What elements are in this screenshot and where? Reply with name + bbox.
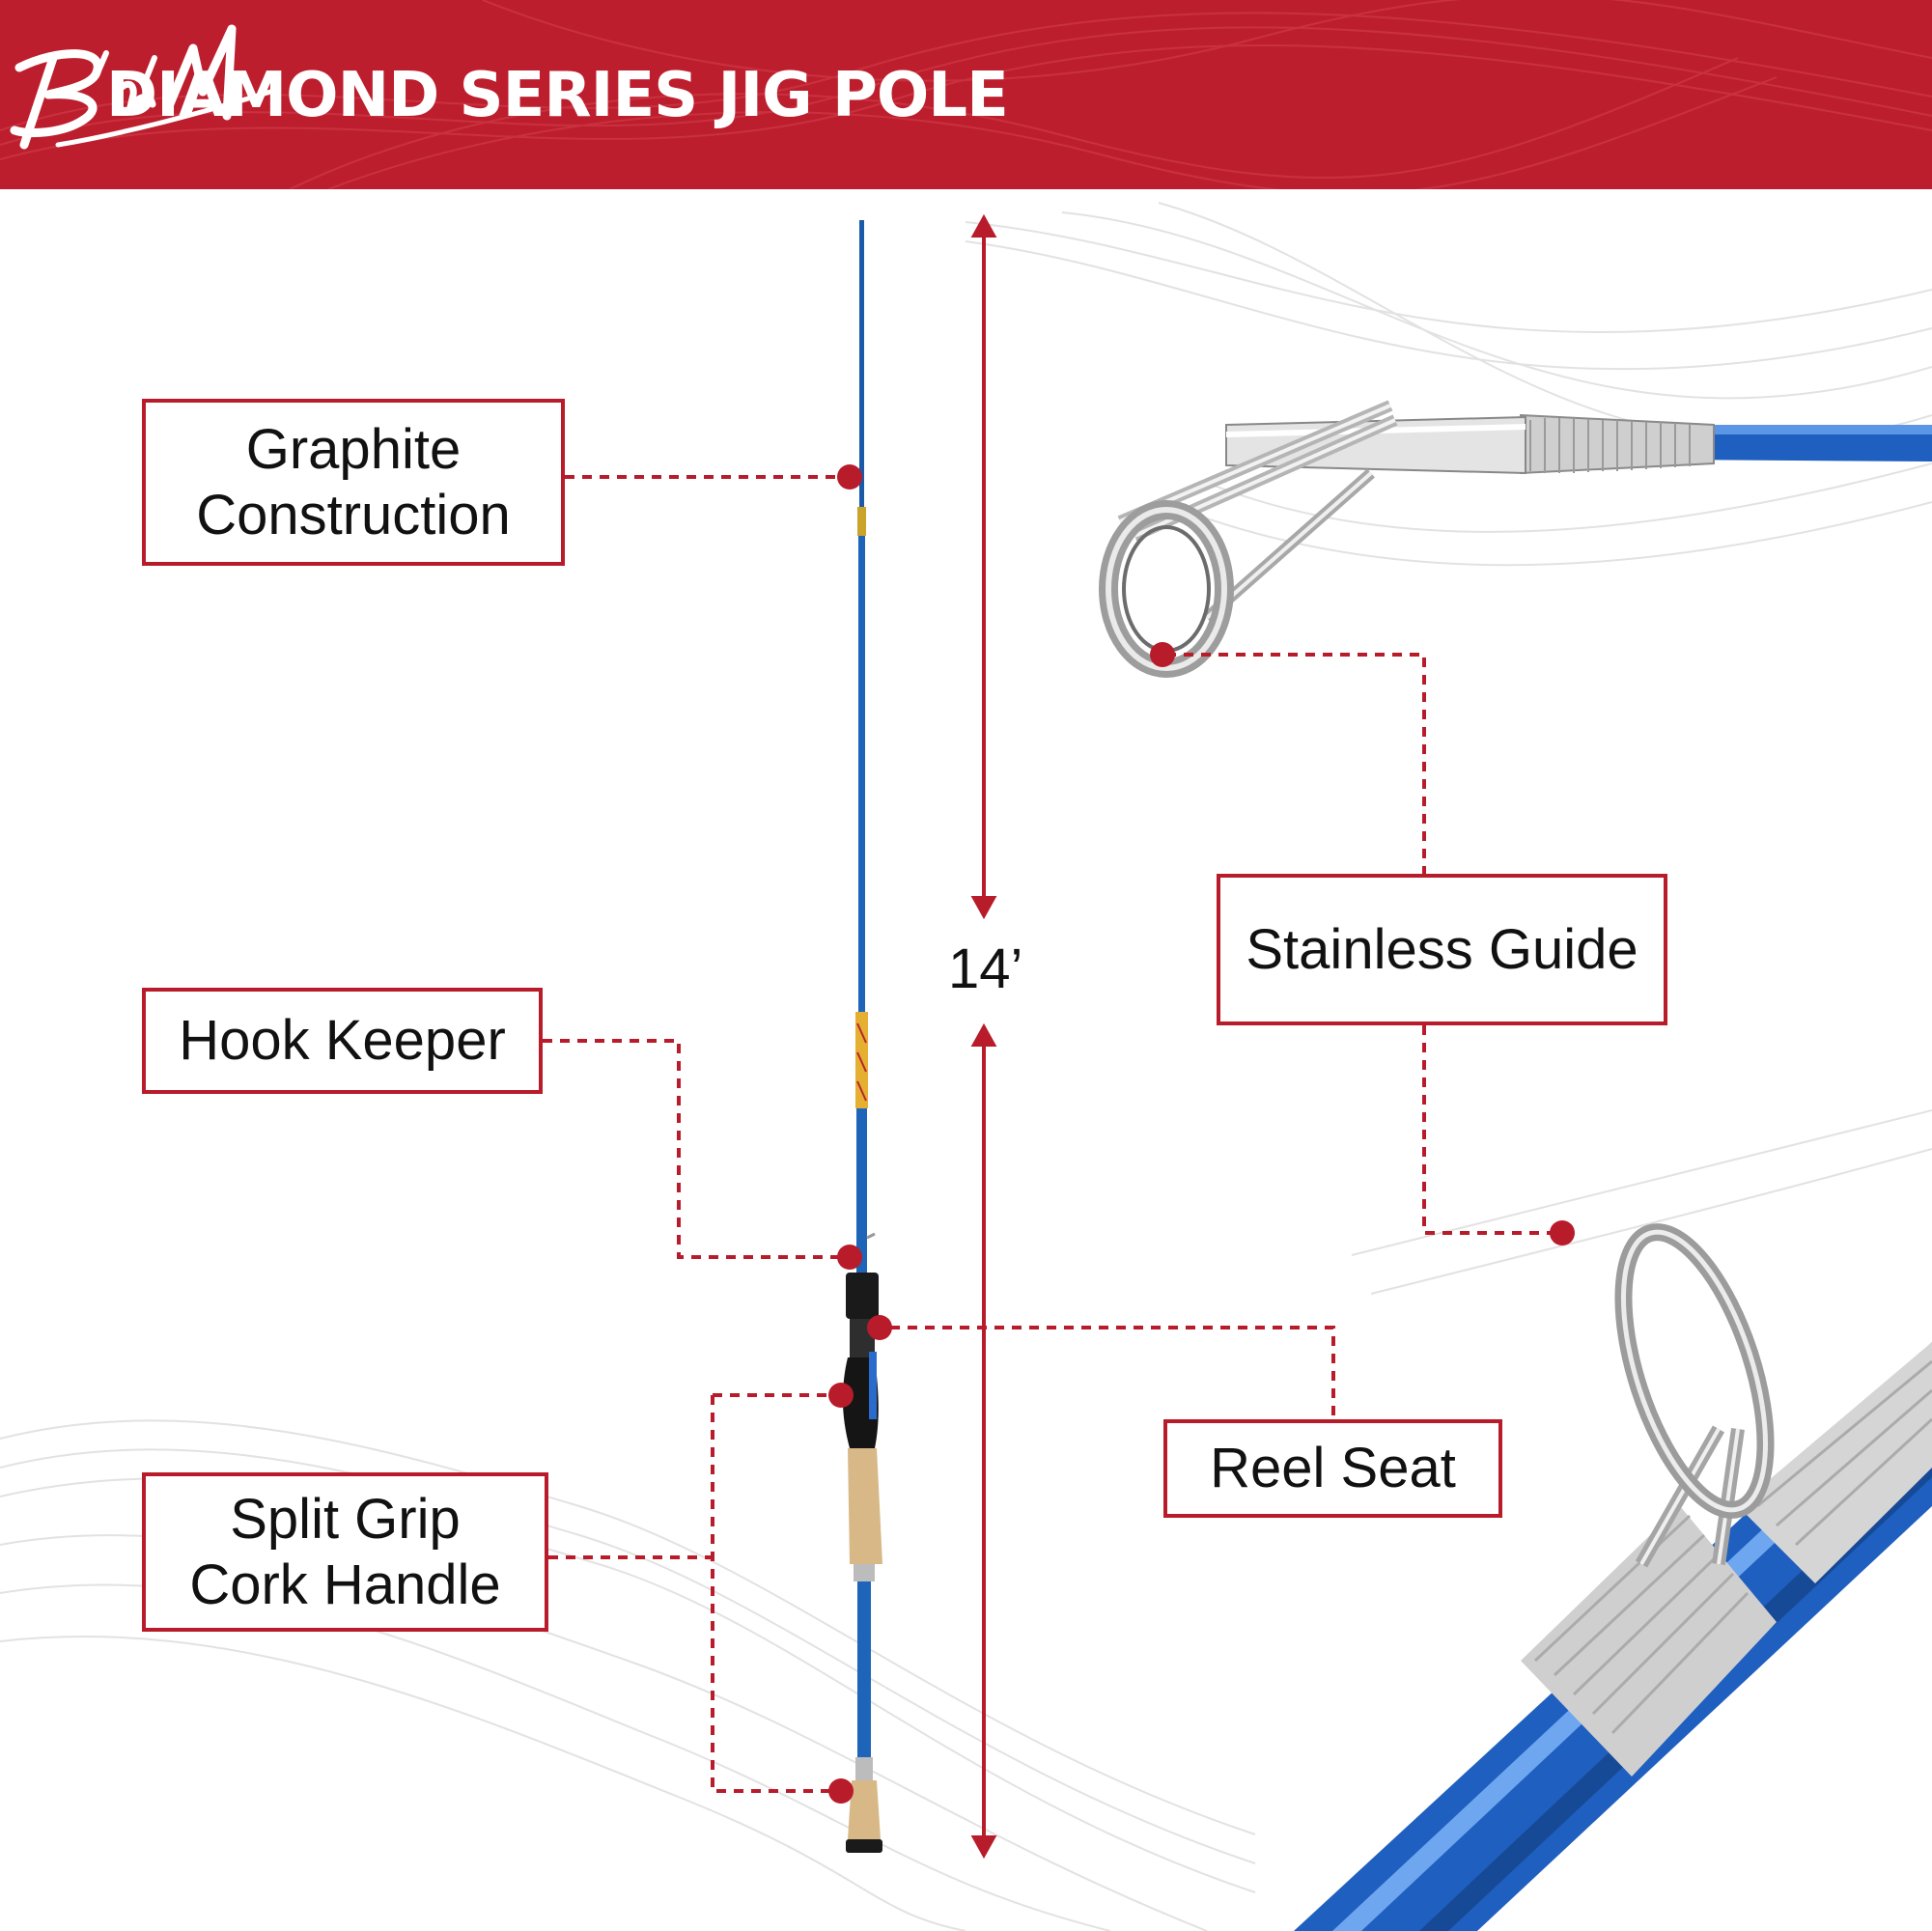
rod-decal-pattern: [856, 1022, 867, 1102]
dimension-arrow-top: [970, 213, 997, 238]
callout-hook-keeper: Hook Keeper: [142, 988, 543, 1094]
hook-keeper: [866, 1232, 876, 1240]
callout-dots: [828, 464, 1575, 1804]
rod-blank-upper: [858, 510, 865, 1012]
leader-split-grip-lower: [711, 1395, 835, 1793]
dot-reel-seat: [867, 1315, 892, 1340]
leader-stainless-guide-lower: [1422, 1025, 1562, 1235]
upper-cork-grip: [848, 1448, 882, 1564]
rod-tip: [859, 220, 864, 510]
rod-blank-lower: [856, 1012, 867, 1273]
closeup-bottom-thread-texture-2: [1756, 1359, 1932, 1547]
closeup-top-guide-ring-shine: [1106, 507, 1227, 671]
butt-cap: [846, 1839, 882, 1853]
grip-ferrule: [854, 1564, 875, 1581]
callout-split-grip-line2: Cork Handle: [189, 1553, 501, 1616]
closeup-top-guide-frame-lower-shine: [1205, 471, 1373, 620]
dot-stainless-guide-lower: [1550, 1220, 1575, 1245]
callout-reel-seat: Reel Seat: [1163, 1419, 1502, 1518]
closeup-bottom-thread-wrap-1: [1521, 1506, 1777, 1777]
dot-split-grip-lower: [828, 1778, 854, 1804]
dimension-arrow-mid-lower: [970, 1022, 997, 1047]
leader-stainless-guide-upper: [1166, 653, 1426, 874]
lower-cork-grip: [848, 1780, 881, 1839]
dot-stainless-guide-upper: [1150, 642, 1175, 667]
grip-exposed-blank: [857, 1581, 871, 1779]
leader-hook-keeper: [543, 1039, 850, 1259]
dot-hook-keeper: [837, 1245, 862, 1270]
rod-length-label: 14’: [948, 938, 1023, 1000]
header-wave-pattern: [0, 0, 1932, 189]
callout-stainless-guide: Stainless Guide: [1217, 874, 1667, 1025]
closeup-bottom-guide-ring-shine: [1620, 1229, 1769, 1513]
callout-graphite-line2: Construction: [196, 483, 511, 546]
callout-reel-seat-text: Reel Seat: [1210, 1437, 1456, 1499]
dimension-arrow-mid-upper: [970, 896, 997, 920]
lower-ferrule: [855, 1757, 873, 1780]
closeup-bottom-guide-legs-shine: [1639, 1428, 1740, 1565]
reel-seat-nut: [846, 1273, 879, 1319]
callout-split-grip-cork-handle: Split Grip Cork Handle: [142, 1472, 548, 1632]
length-dimension: [970, 213, 997, 1860]
closeup-top-guide-ring-inner: [1122, 525, 1211, 653]
tip-guide-closeup: [1099, 400, 1932, 678]
callout-split-grip-line1: Split Grip: [230, 1487, 461, 1551]
brand-logo: [10, 24, 273, 150]
closeup-bottom-guide-ring: [1614, 1223, 1775, 1519]
callout-stainless-guide-text: Stainless Guide: [1246, 917, 1638, 981]
callout-hook-keeper-text: Hook Keeper: [179, 1009, 506, 1072]
callout-leaders: [543, 475, 1562, 1793]
closeup-top-thread-texture: [1529, 418, 1691, 473]
reel-seat-blue-accent: [869, 1352, 877, 1419]
blank-guide-closeup: [1294, 1223, 1932, 1931]
rod-illustration: [842, 220, 882, 1853]
callout-graphite-construction: Graphite Construction: [142, 399, 565, 566]
callout-graphite-line1: Graphite: [245, 417, 462, 481]
header-banner: DIAMOND SERIES JIG POLE: [0, 0, 1932, 189]
dot-split-grip-upper: [828, 1383, 854, 1408]
rod-decal-band: [857, 507, 866, 536]
closeup-bottom-thread-texture-1: [1533, 1514, 1750, 1735]
dot-graphite: [837, 464, 862, 490]
dimension-arrow-bottom: [970, 1835, 997, 1860]
leader-reel-seat: [890, 1326, 1335, 1419]
